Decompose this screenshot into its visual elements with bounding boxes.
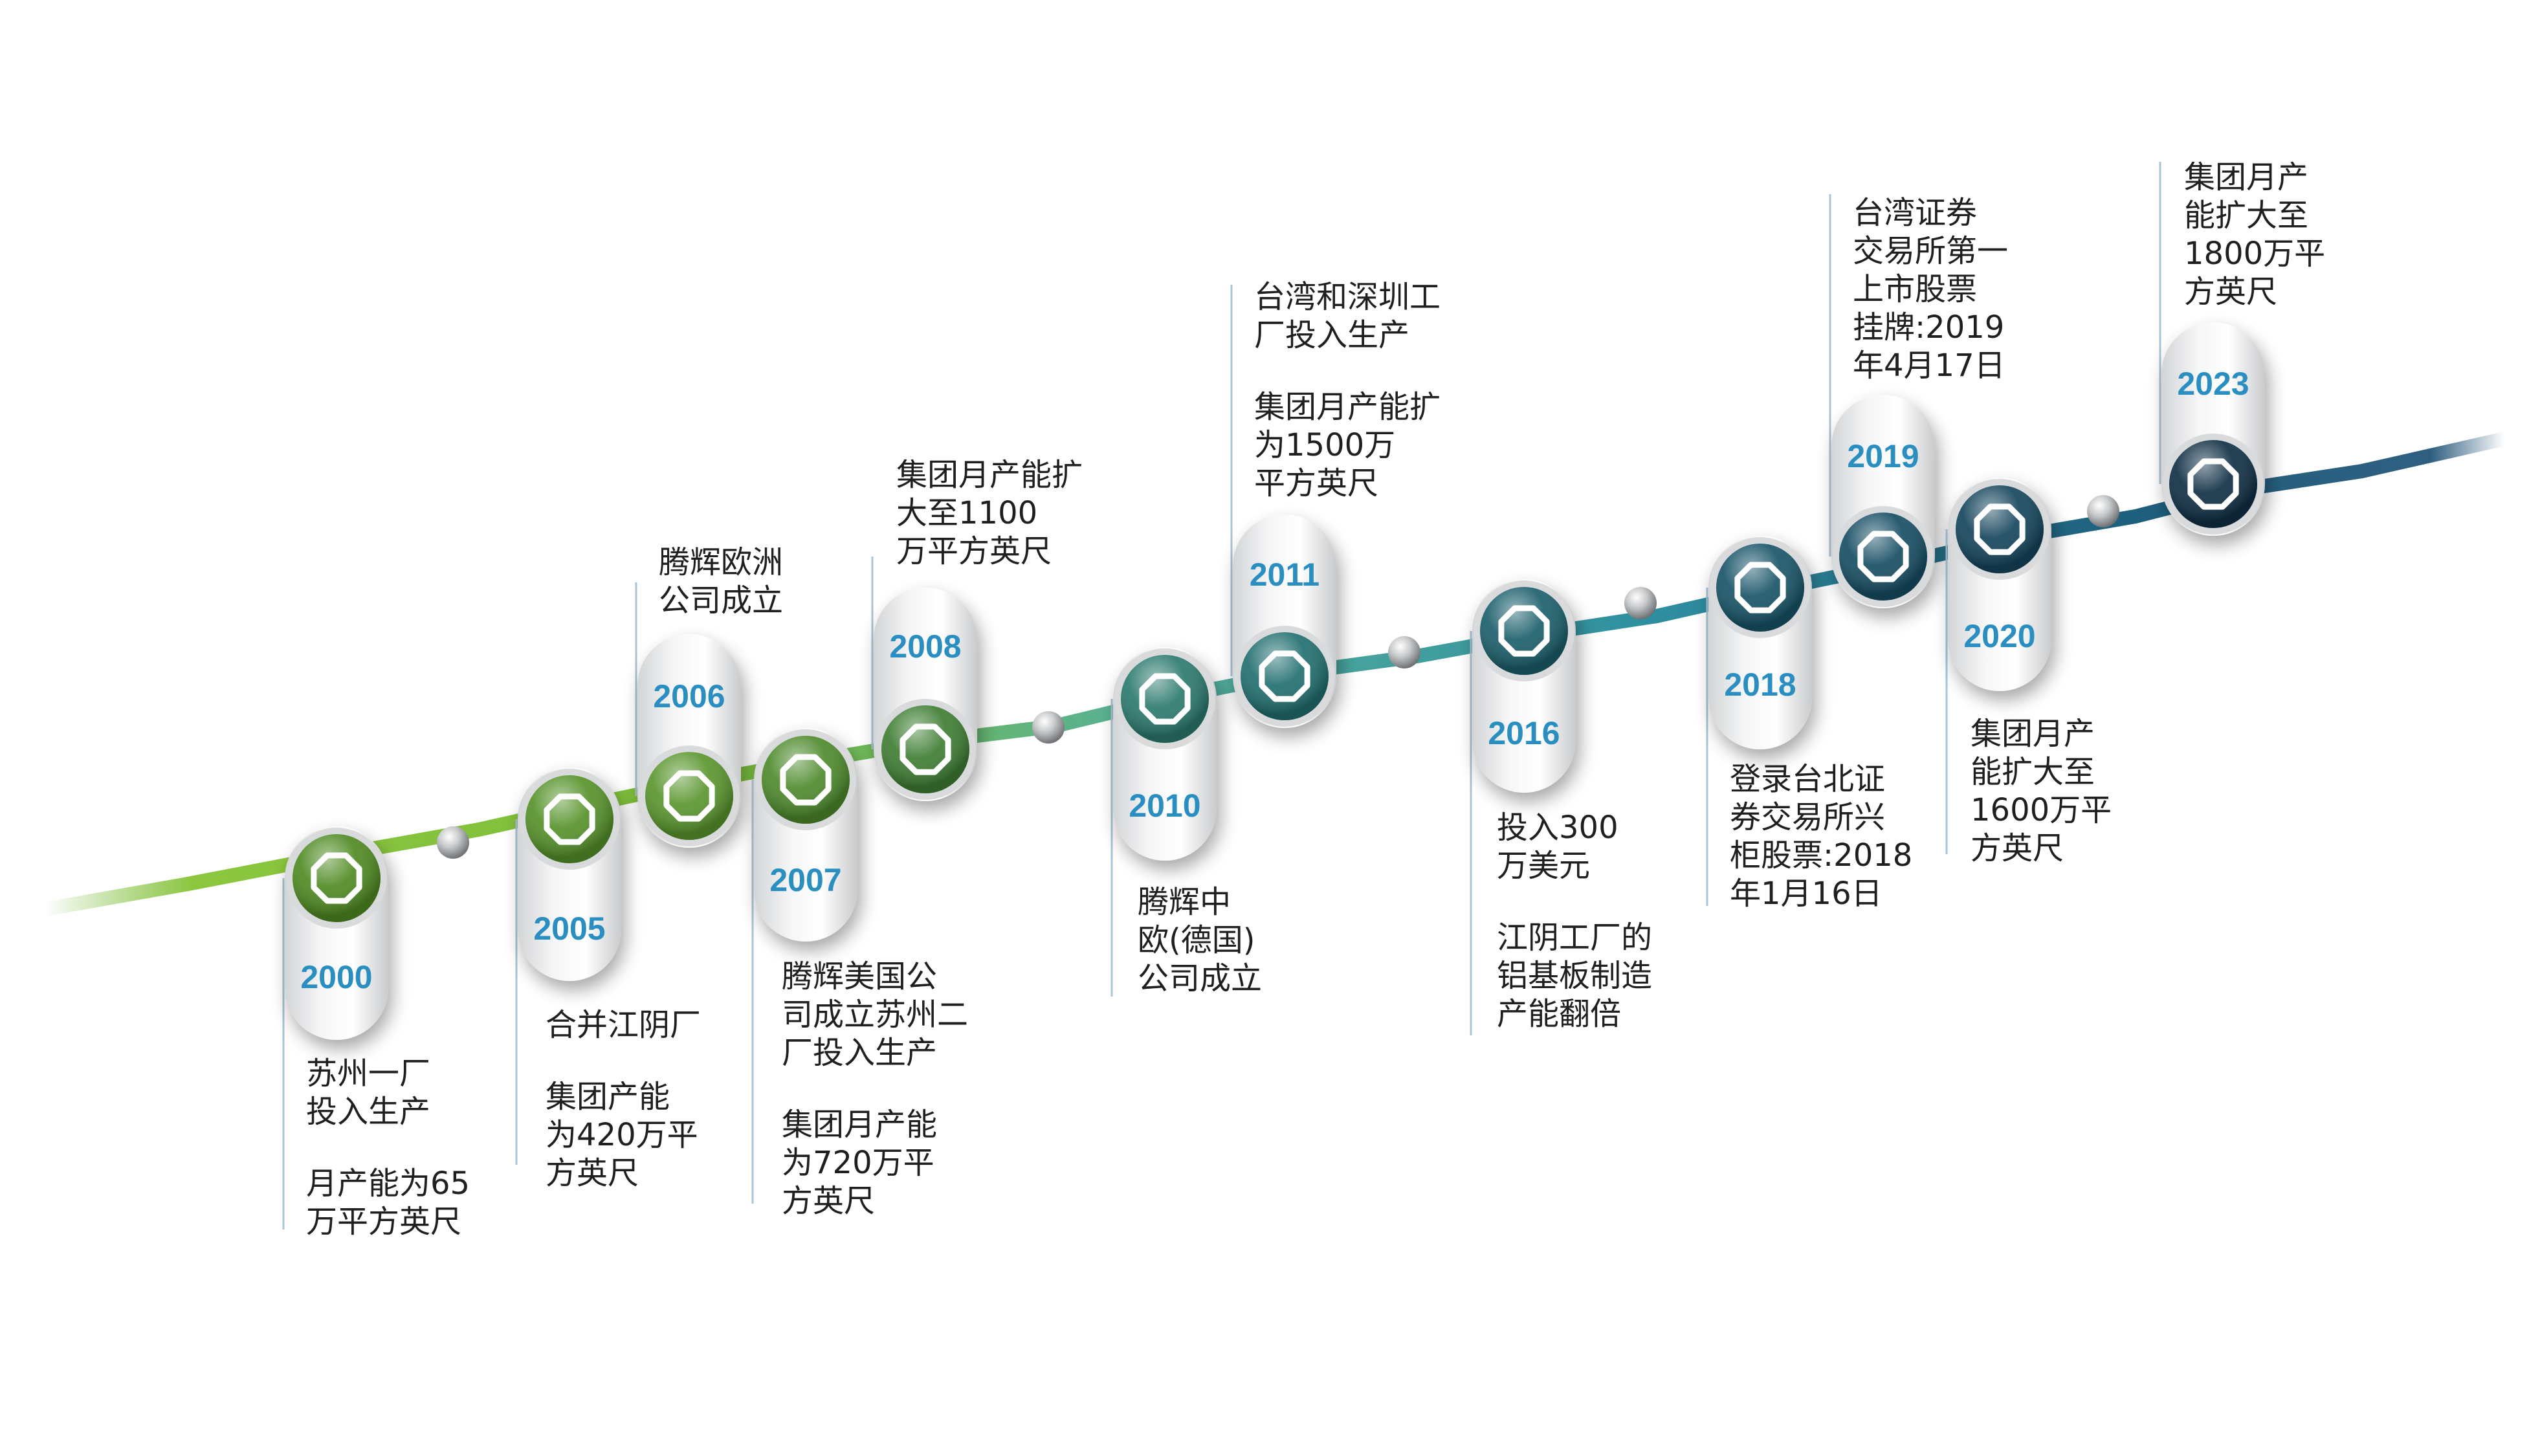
year-label: 2018 [1724,667,1796,703]
octagon-icon [544,793,595,845]
event-paragraph: 集团月产能 为720万平 方英尺 [782,1107,938,1219]
event-paragraph: 腾辉欧洲 公司成立 [659,544,784,619]
octagon-icon [2187,458,2239,510]
event-text-2019: 台湾证券 交易所第一 上市股票 挂牌:2019 年4月17日 [1853,194,2008,385]
event-paragraph: 台湾证券 交易所第一 上市股票 挂牌:2019 年4月17日 [1853,195,2009,384]
disc-shine [1839,513,1927,601]
disc-shine [1480,587,1568,675]
milestone-2005: 2005 [515,767,621,1165]
year-label: 2023 [2177,366,2249,402]
disc-shine [2169,440,2257,528]
year-label: 2020 [1963,618,2035,654]
octagon-icon [1857,531,1909,582]
year-label: 2016 [1488,715,1560,751]
milestone-2018: 2018 [1706,536,1812,906]
disc-shine [293,834,381,922]
octagon-icon [900,723,951,775]
year-label: 2006 [653,678,725,714]
year-label: 2010 [1129,788,1200,824]
connector-ball [1624,587,1657,619]
milestone-2010: 2010 [1110,647,1217,997]
year-label: 2007 [769,862,841,898]
event-paragraph: 集团月产 能扩大至 1600万平 方英尺 [1971,716,2112,866]
event-text-2010: 腾辉中 欧(德国) 公司成立 [1138,883,1262,998]
event-text-2016: 投入300 万美元江阴工厂的 铝基板制造 产能翻倍 [1497,809,1652,1033]
disc-shine [1121,655,1209,743]
disc-shine [1241,632,1329,720]
event-text-2018: 登录台北证 券交易所兴 柜股票:2018 年1月16日 [1730,760,1912,913]
event-paragraph: 集团月产 能扩大至 1800万平 方英尺 [2184,159,2326,310]
milestone-2000: 2000 [282,826,388,1230]
event-text-2006: 腾辉欧洲 公司成立 [659,544,783,620]
disc-shine [1956,485,2044,573]
disc-shine [525,775,613,863]
octagon-icon [311,852,362,904]
connector-ball [1032,711,1065,744]
milestone-2019: 2019 [1829,194,1935,608]
milestone-2023: 2023 [2159,162,2265,536]
event-paragraph: 集团月产能扩 为1500万 平方英尺 [1254,389,1441,502]
event-paragraph: 腾辉美国公 司成立苏州二 厂投入生产 [782,958,969,1071]
event-paragraph: 台湾和深圳工 厂投入生产 [1254,279,1441,353]
event-paragraph: 投入300 万美元 [1497,810,1618,884]
year-label: 2011 [1250,557,1320,593]
event-paragraph: 苏州一厂 投入生产 [306,1055,431,1130]
octagon-icon [780,754,832,806]
disc-shine [881,705,969,793]
connector-ball [1388,636,1420,668]
milestone-2016: 2016 [1470,579,1576,1035]
event-paragraph: 登录台北证 券交易所兴 柜股票:2018 年1月16日 [1730,761,1913,912]
event-paragraph: 月产能为65 万平方英尺 [306,1165,470,1240]
event-text-2020: 集团月产 能扩大至 1600万平 方英尺 [1971,715,2112,868]
milestone-2011: 2011 [1230,285,1336,728]
event-text-2008: 集团月产能扩 大至1100 万平方英尺 [896,456,1083,571]
milestone-2007: 2007 [751,728,857,1204]
event-text-2005: 合并江阴厂集团产能 为420万平 方英尺 [546,1006,701,1193]
milestone-2020: 2020 [1945,478,2051,854]
connector-ball [437,826,469,859]
event-text-2007: 腾辉美国公 司成立苏州二 厂投入生产集团月产能 为720万平 方英尺 [782,958,968,1220]
event-paragraph: 集团月产能扩 大至1100 万平方英尺 [896,457,1083,569]
disc-shine [1716,544,1804,632]
event-text-2011: 台湾和深圳工 厂投入生产集团月产能扩 为1500万 平方英尺 [1254,278,1441,503]
connector-ball [2087,495,2119,527]
event-text-2000: 苏州一厂 投入生产月产能为65 万平方英尺 [306,1055,470,1241]
event-paragraph: 合并江阴厂 [546,1007,701,1043]
milestone-2006: 2006 [635,582,741,848]
event-paragraph: 集团产能 为420万平 方英尺 [546,1079,698,1191]
event-text-2023: 集团月产 能扩大至 1800万平 方英尺 [2184,159,2325,311]
octagon-icon [1974,503,2026,555]
year-label: 2019 [1847,438,1919,474]
year-label: 2008 [889,628,961,665]
event-paragraph: 江阴工厂的 铝基板制造 产能翻倍 [1497,920,1653,1032]
year-label: 2000 [300,959,372,995]
disc-shine [645,752,733,840]
octagon-icon [1734,562,1786,613]
milestone-2008: 2008 [871,557,977,801]
year-label: 2005 [533,910,605,947]
octagon-icon [1259,650,1310,702]
octagon-icon [663,770,715,822]
disc-shine [762,736,850,824]
event-paragraph: 腾辉中 欧(德国) 公司成立 [1138,884,1263,997]
octagon-icon [1139,673,1191,725]
octagon-icon [1498,605,1550,657]
